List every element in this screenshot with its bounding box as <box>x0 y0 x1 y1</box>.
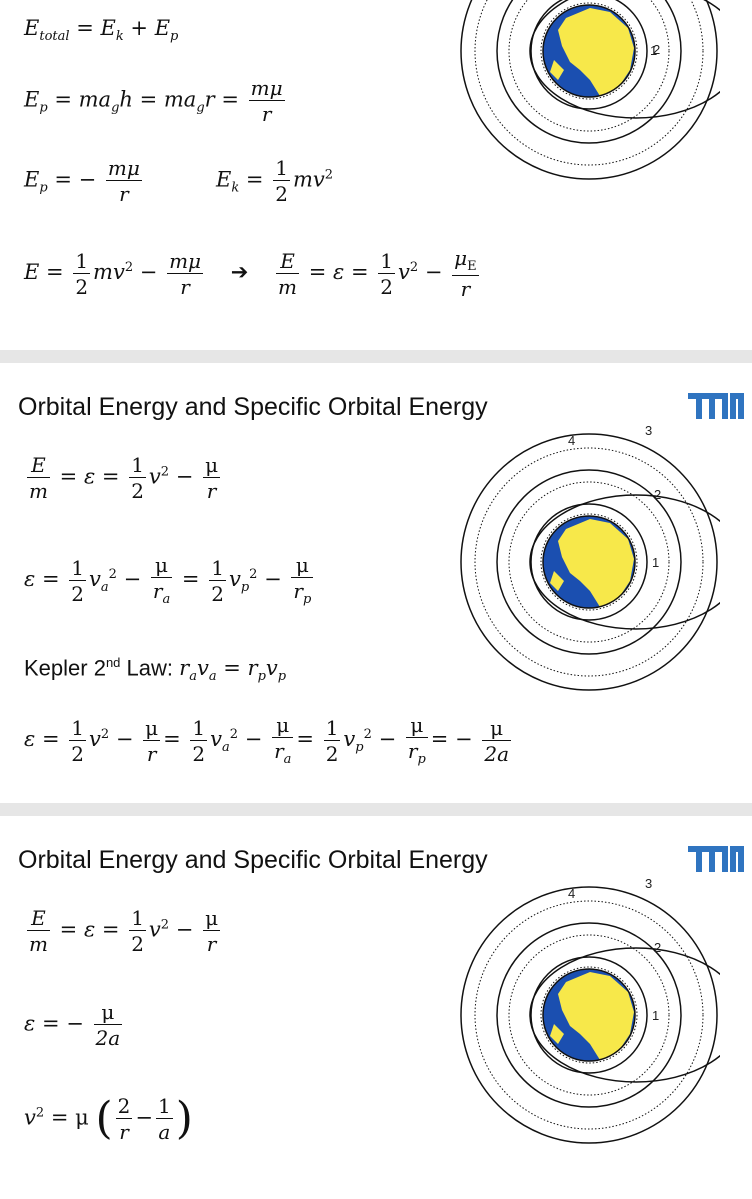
orbit-label-4: 4 <box>568 886 575 901</box>
slide-divider-1 <box>0 350 752 363</box>
slide-title: Orbital Energy and Specific Orbital Ener… <box>18 393 488 421</box>
slide-divider-2 <box>0 803 752 816</box>
orbit-diagram: 1 2 4 <box>460 886 720 1144</box>
kepler-label: Kepler 2 <box>24 655 106 681</box>
tum-logo <box>688 846 744 872</box>
orbit-diagram: 1 2 4 <box>460 433 720 691</box>
slide-title: Orbital Energy and Specific Orbital Ener… <box>18 846 488 874</box>
slide-3: Orbital Energy and Specific Orbital Ener… <box>0 816 752 1199</box>
orbit-label-2-wrap: 2 <box>653 42 660 57</box>
orbit-label-1: 1 <box>652 555 659 570</box>
kepler-superscript: nd <box>105 655 121 670</box>
orbit-label-3: 3 <box>645 876 652 891</box>
orbit-label-4: 4 <box>568 433 575 448</box>
earth-globe <box>542 4 636 98</box>
orbit-label-1: 1 <box>652 1008 659 1023</box>
orbit-label-2: 2 <box>654 487 661 502</box>
equation-total-energy: Etotal = Ek + Ep <box>24 16 179 45</box>
orbit-label-3-wrap: 3 <box>645 876 652 891</box>
orbit-label-3: 3 <box>645 423 652 438</box>
earth-globe <box>542 515 636 609</box>
orbit-label-2: 2 <box>654 940 661 955</box>
orbit-diagram: 1 2 <box>460 0 720 180</box>
slide-2: Orbital Energy and Specific Orbital Ener… <box>0 363 752 803</box>
orbit-label-3-wrap: 3 <box>645 423 652 438</box>
orbit-label-1: 1 <box>650 43 657 58</box>
earth-globe <box>542 968 636 1062</box>
arrow-icon: ➔ <box>230 260 249 284</box>
orbit-rings <box>460 0 720 180</box>
tum-logo <box>688 393 744 419</box>
kepler-rest: Law: <box>120 655 174 681</box>
orbit-label-2: 2 <box>653 42 660 57</box>
kepler-second-law: Kepler 2nd Law: rava = rpvp <box>24 655 287 685</box>
